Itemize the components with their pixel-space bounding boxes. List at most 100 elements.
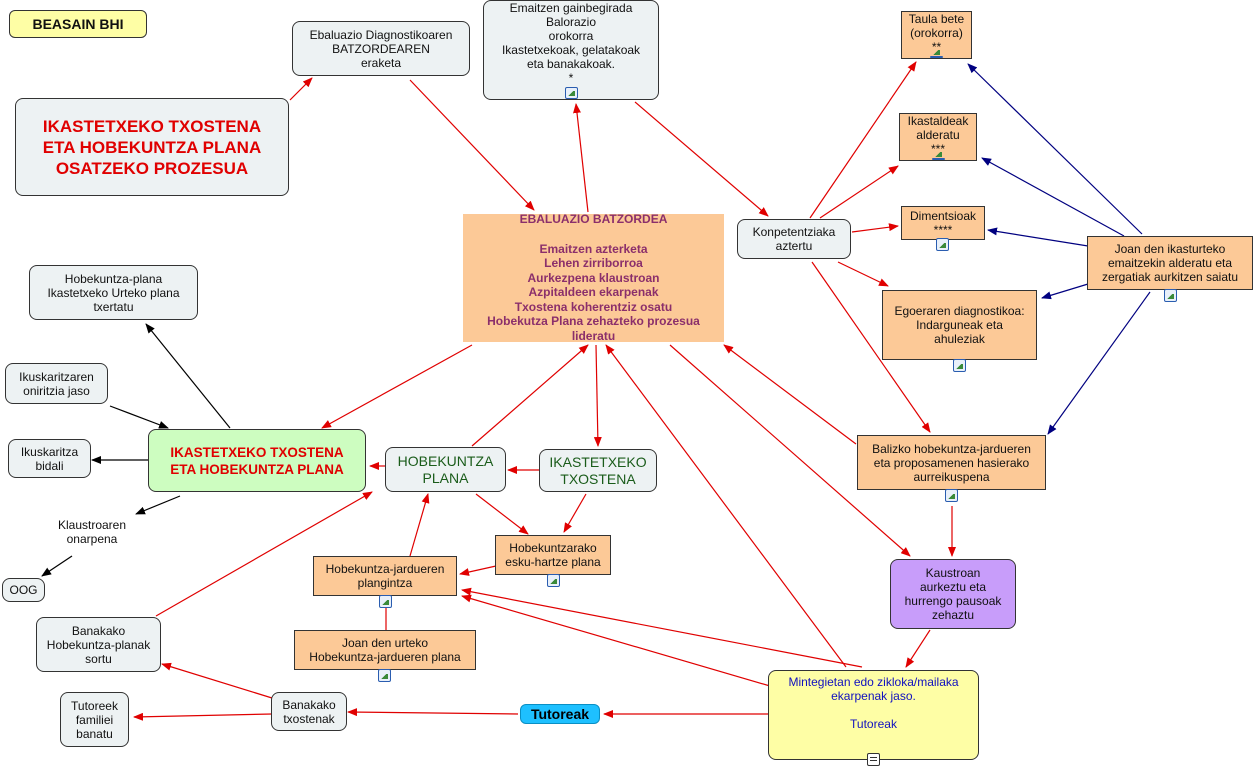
school-badge-label: BEASAIN BHI [32,16,124,32]
edge-jardueren-to-hobekuntza [409,493,430,557]
ikuskaritza-bidali-label: Ikuskaritza bidali [20,444,79,473]
edge-txostena-to-klaustroaren [135,495,181,515]
joan-den-urteko-plana-node[interactable]: Joan den urteko Hobekuntza-jardueren pla… [294,630,476,682]
kaustroan-aurkeztu-label: Kaustroan aurkeztu eta hurrengo pausoak … [904,566,1002,622]
image-icon[interactable] [379,595,392,608]
banakako-planak-node[interactable]: Banakako Hobekuntza-planak sortu [36,617,161,672]
edge-joan-den-to-egoeraren [1041,283,1089,300]
edge-batzordea-to-ikastetxeko-txostena [593,344,602,447]
egoeraren-diagnostikoa-label: Egoeraren diagnostikoa: Indarguneak eta … [894,304,1025,346]
hobekuntza-urteko-plana-node[interactable]: Hobekuntza-plana Ikastetxeko Urteko plan… [29,265,198,320]
edge-hobekuntza-to-esku-hartze [475,493,529,535]
kaustroan-aurkeztu-node[interactable]: Kaustroan aurkeztu eta hurrengo pausoak … [890,559,1016,629]
edge-mintegietan-to-jardueren-2 [461,587,863,668]
edge-ikastetxeko-to-esku-hartze [563,493,587,533]
taula-bete-node[interactable]: Taula bete (orokorra) ** [901,11,972,59]
jardueren-plangintza-node[interactable]: Hobekuntza-jardueren plangintza [313,556,457,608]
edge-emaitzen-to-konpetentziak [634,101,769,217]
egoeraren-diagnostikoa-node[interactable]: Egoeraren diagnostikoa: Indarguneak eta … [882,290,1037,372]
esku-hartze-plana-node[interactable]: Hobekuntzarako esku-hartze plana [495,535,611,587]
edge-banakako-planak-to-txostena-plana [155,491,373,617]
joan-den-ikasturteko-label: Joan den ikasturteko emaitzekin alderatu… [1101,242,1239,284]
tutoreak-badge-label: Tutoreak [530,706,590,722]
tutoreek-familiei-label: Tutoreek familiei banatu [71,698,118,741]
tutoreak-badge[interactable]: Tutoreak [520,704,600,724]
dimentsioak-node[interactable]: Dimentsioak **** [901,206,985,251]
ikuskaritza-bidali-node[interactable]: Ikuskaritza bidali [8,439,91,478]
image-icon[interactable] [547,574,560,587]
edge-banakako-txostenak-to-tutoreek [133,712,273,721]
klaustroaren-onarpena-node[interactable]: Klaustroaren onarpena [44,515,140,549]
edge-joan-den-to-dimentsioak [987,227,1089,247]
emaitzen-gainbegirada-label: Emaitzen gainbegirada Balorazio orokorra… [501,1,641,85]
image-icon[interactable] [564,87,578,99]
dimentsioak-label: Dimentsioak **** [909,209,977,237]
edge-kaustroan-to-mintegietan [905,629,931,668]
emaitzen-gainbegirada-node[interactable]: Emaitzen gainbegirada Balorazio orokorra… [483,0,659,100]
ebaluazio-batzordea-label: EBALUAZIO BATZORDEA Emaitzen azterketa L… [487,212,700,344]
ikastaldeak-alderatu-label: Ikastaldeak alderatu *** [907,114,969,156]
konpetentziak-label: Konpetentziaka aztertu [752,225,836,253]
mintegietan-label: Mintegietan edo zikloka/mailaka ekarpena… [788,675,959,731]
ebaluazio-diagnostikoa-node[interactable]: Ebaluazio Diagnostikoaren BATZORDEAREN e… [292,21,470,76]
edge-konp-to-taula [809,61,917,219]
edge-hobekuntza-to-batzordea [471,344,589,447]
hobekuntza-plana-label: HOBEKUNTZA PLANA [397,452,494,486]
edge-tutoreak-to-banakako-txostenak [347,708,519,717]
edge-balizko-to-batzordea [723,344,857,445]
tutoreek-familiei-node[interactable]: Tutoreek familiei banatu [60,692,129,747]
image-icon[interactable] [945,489,958,502]
ikuskaritza-oniritzia-node[interactable]: Ikuskaritzaren oniritzia jaso [5,363,108,404]
ebaluazio-batzordea-node[interactable]: EBALUAZIO BATZORDEA Emaitzen azterketa L… [463,212,724,344]
edge-mintegietan-to-jardueren [461,594,771,687]
edge-oniritzia-to-txostena [109,405,169,429]
image-icon[interactable] [378,669,391,682]
banakako-txostenak-node[interactable]: Banakako txostenak [271,692,347,731]
oog-label: OOG [9,583,38,597]
image-icon[interactable] [931,152,945,160]
hobekuntza-plana-node[interactable]: HOBEKUNTZA PLANA [385,447,506,492]
konpetentziak-node[interactable]: Konpetentziaka aztertu [737,219,851,259]
image-icon[interactable] [930,50,943,58]
banakako-planak-label: Banakako Hobekuntza-planak sortu [46,623,151,666]
edge-joan-den-to-balizko [1047,291,1151,435]
process-title-node[interactable]: IKASTETXEKO TXOSTENA ETA HOBEKUNTZA PLAN… [15,98,289,196]
process-title: IKASTETXEKO TXOSTENA ETA HOBEKUNTZA PLAN… [42,116,262,178]
edge-batzordea-to-kaustroan [669,344,911,557]
balizko-hobekuntza-node[interactable]: Balizko hobekuntza-jardueren eta proposa… [857,435,1046,502]
edge-joan-den-to-taula [967,63,1143,235]
banakako-txostenak-label: Banakako txostenak [282,697,336,726]
edge-konp-to-balizko [811,261,931,433]
edge-klaustroaren-to-oog [41,555,73,577]
edge-konp-to-ikastaldeak [819,165,899,219]
edge-banakako-txostenak-to-banakako-planak [161,662,273,699]
image-icon[interactable] [953,359,966,372]
edge-konp-to-dimentsioak [851,223,899,233]
edge-konp-to-egoeraren [837,261,889,287]
edge-title-to-ebaluazio [289,77,313,101]
txostena-plana-node[interactable]: IKASTETXEKO TXOSTENA ETA HOBEKUNTZA PLAN… [148,429,366,492]
edge-batzordea-to-emaitzen [573,103,589,213]
esku-hartze-plana-label: Hobekuntzarako esku-hartze plana [505,541,601,569]
taula-bete-label: Taula bete (orokorra) ** [908,12,965,54]
edge-esku-hartze-to-jardueren [459,565,497,576]
school-badge: BEASAIN BHI [9,10,147,38]
image-icon[interactable] [936,238,949,251]
mintegietan-node[interactable]: Mintegietan edo zikloka/mailaka ekarpena… [768,670,979,766]
ebaluazio-diagnostikoa-label: Ebaluazio Diagnostikoaren BATZORDEAREN e… [309,27,453,70]
note-icon[interactable] [867,753,880,766]
edge-batzordea-to-txostena-plana [321,344,473,429]
joan-den-ikasturteko-node[interactable]: Joan den ikasturteko emaitzekin alderatu… [1087,236,1253,302]
image-icon[interactable] [1164,289,1177,302]
jardueren-plangintza-label: Hobekuntza-jardueren plangintza [325,562,445,590]
ikastaldeak-alderatu-node[interactable]: Ikastaldeak alderatu *** [899,113,977,161]
joan-den-urteko-plana-label: Joan den urteko Hobekuntza-jardueren pla… [309,636,461,664]
klaustroaren-onarpena-label: Klaustroaren onarpena [57,518,127,546]
ikuskaritza-oniritzia-label: Ikuskaritzaren oniritzia jaso [19,369,94,398]
balizko-hobekuntza-label: Balizko hobekuntza-jardueren eta proposa… [872,441,1031,484]
hobekuntza-urteko-plana-label: Hobekuntza-plana Ikastetxeko Urteko plan… [47,271,180,314]
oog-node[interactable]: OOG [2,578,45,602]
ikastetxeko-txostena-node[interactable]: IKASTETXEKO TXOSTENA [539,449,657,492]
ikastetxeko-txostena-label: IKASTETXEKO TXOSTENA [549,453,647,487]
